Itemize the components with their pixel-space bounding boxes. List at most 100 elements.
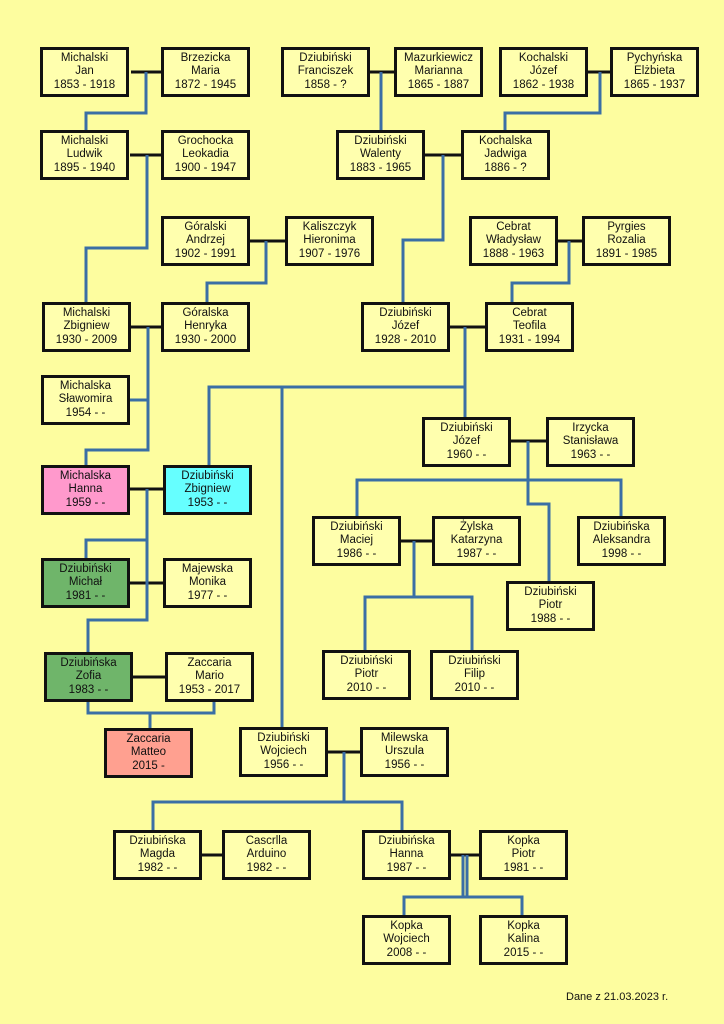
person-name: Hanna [68, 483, 103, 496]
person-name: Franciszek [297, 65, 354, 78]
person-dates: 2010 - - [346, 681, 387, 694]
person-name: Arduino [246, 848, 287, 861]
person-name: Marianna [414, 65, 463, 78]
person-surname: Kopka [507, 919, 540, 932]
person-dates: 1963 - - [570, 448, 611, 461]
person-dates: 1987 - - [386, 861, 427, 874]
person-name: Jan [75, 65, 94, 78]
person-dates: 1872 - 1945 [174, 78, 237, 91]
person-surname: Dziubiński [181, 469, 234, 482]
person-surname: Dziubiński [330, 520, 383, 533]
person-name: Zofia [75, 670, 102, 683]
person-dates: 1931 - 1994 [498, 333, 561, 346]
person-dates: 1853 - 1918 [53, 78, 116, 91]
person-surname: Dziubiński [299, 51, 352, 64]
person-surname: Dziubiński [340, 654, 393, 667]
person-name: Zbigniew [63, 320, 110, 333]
person-name: Filip [463, 668, 486, 681]
person-dates: 1960 - - [446, 448, 487, 461]
person-name: Urszula [385, 745, 424, 758]
person-name: Maciej [339, 534, 374, 547]
person-dates: 1891 - 1985 [595, 247, 658, 260]
person-name: Kalina [507, 933, 540, 946]
descent-lines [84, 72, 623, 915]
person-name: Stanisława [562, 435, 619, 448]
person-surname: Cascrlla [245, 834, 288, 847]
person-surname: Dziubińska [378, 834, 435, 847]
person-dates: 1930 - 2000 [174, 333, 237, 346]
person-name: Magda [139, 848, 176, 861]
person-name: Wojciech [260, 745, 307, 758]
person-surname: Brzezicka [180, 51, 231, 64]
person-dates: 1986 - - [336, 547, 377, 560]
person-name: Władysław [486, 234, 541, 247]
person-dates: 2015 - - [503, 946, 544, 959]
person-dates: 2010 - - [454, 681, 495, 694]
person-name: Józef [391, 320, 420, 333]
person-name: Piotr [511, 848, 536, 861]
person-surname: Michalska [59, 379, 112, 392]
person-surname: Michalska [59, 469, 112, 482]
person-dates: 1998 - - [601, 547, 642, 560]
person-dates: 1900 - 1947 [174, 161, 237, 174]
person-name: Teofila [512, 320, 547, 333]
person-dates: 1930 - 2009 [55, 333, 118, 346]
person-name: Zbigniew [184, 483, 231, 496]
person-surname: Milewska [380, 731, 429, 744]
person-surname: Dziubińska [60, 656, 117, 669]
person-surname: Grochocka [177, 134, 234, 147]
person-name: Piotr [538, 599, 563, 612]
person-name: Hieronima [303, 234, 356, 247]
person-dates: 1886 - ? [484, 161, 527, 174]
person-surname: Pychyńska [626, 51, 683, 64]
person-dates: 1883 - 1965 [349, 161, 412, 174]
person-surname: Kochalska [478, 134, 533, 147]
person-dates: 1895 - 1940 [53, 161, 116, 174]
person-name: Walenty [359, 148, 402, 161]
person-surname: Kopka [390, 919, 423, 932]
